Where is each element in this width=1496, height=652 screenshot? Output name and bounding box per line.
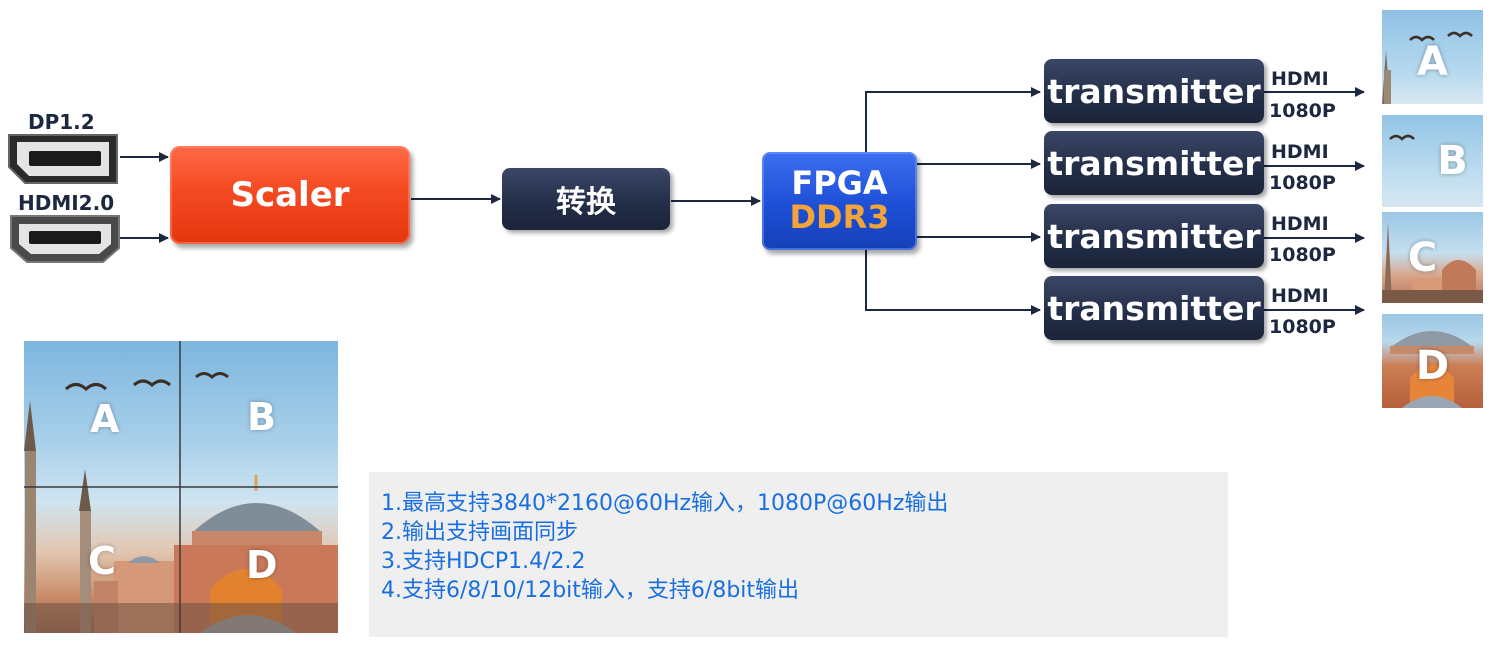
scaler-block: Scaler bbox=[170, 146, 410, 244]
output-3-res: 1080P bbox=[1269, 244, 1336, 266]
mosaic-letter-c: C bbox=[88, 539, 116, 583]
thumbnail-letter-c: C bbox=[1407, 234, 1438, 281]
output-thumbnail-a: A bbox=[1382, 10, 1483, 104]
feature-note-4: 4.支持6/8/10/12bit输入，支持6/8bit输出 bbox=[381, 578, 800, 603]
mosaic-letter-d: D bbox=[246, 543, 278, 587]
ddr3-label: DDR3 bbox=[789, 198, 890, 236]
arrow-fpga-to-tx4 bbox=[865, 250, 1041, 315]
fpga-block: FPGA DDR3 bbox=[762, 152, 917, 250]
feature-note-1: 1.最高支持3840*2160@60Hz输入，1080P@60Hz输出 bbox=[381, 491, 949, 516]
output-thumbnail-b: B bbox=[1382, 115, 1483, 207]
thumbnail-letter-b: B bbox=[1437, 138, 1468, 184]
displayport-connector-icon bbox=[8, 134, 118, 184]
mosque-silhouette-icon bbox=[1382, 222, 1483, 303]
input-label-hdmi: HDMI2.0 bbox=[18, 191, 115, 215]
output-1-res: 1080P bbox=[1269, 100, 1336, 122]
transmitter-block-2: transmitter bbox=[1044, 131, 1264, 195]
output-1-hdmi: HDMI bbox=[1271, 68, 1329, 90]
output-thumbnail-d: D bbox=[1382, 314, 1483, 408]
feature-notes-panel: 1.最高支持3840*2160@60Hz输入，1080P@60Hz输出 2.输出… bbox=[369, 472, 1228, 637]
transmitter-block-3: transmitter bbox=[1044, 204, 1264, 268]
output-2-res: 1080P bbox=[1269, 172, 1336, 194]
feature-note-2: 2.输出支持画面同步 bbox=[381, 520, 578, 545]
transmitter-block-4: transmitter bbox=[1044, 276, 1264, 340]
input-label-dp: DP1.2 bbox=[28, 110, 95, 134]
hdmi-connector-icon bbox=[10, 215, 120, 263]
mosaic-letter-a: A bbox=[90, 397, 120, 441]
transmitter-block-1: transmitter bbox=[1044, 59, 1264, 123]
output-thumbnail-c: C bbox=[1382, 212, 1483, 303]
bird-icon bbox=[1389, 134, 1415, 141]
mosque-scene-illustration bbox=[24, 341, 338, 633]
thumbnail-letter-a: A bbox=[1417, 38, 1448, 85]
output-3-hdmi: HDMI bbox=[1271, 213, 1329, 235]
minaret-icon bbox=[1382, 31, 1473, 104]
source-mosaic-image: A B C D bbox=[24, 341, 338, 633]
feature-note-3: 3.支持HDCP1.4/2.2 bbox=[381, 549, 586, 574]
thumbnail-letter-d: D bbox=[1415, 342, 1450, 389]
arrow-fpga-to-tx1 bbox=[865, 87, 1041, 152]
output-4-hdmi: HDMI bbox=[1271, 285, 1329, 307]
converter-block: 转换 bbox=[502, 168, 670, 230]
dome-icon bbox=[1390, 331, 1474, 408]
output-4-res: 1080P bbox=[1269, 316, 1336, 338]
fpga-label: FPGA bbox=[791, 164, 888, 203]
output-2-hdmi: HDMI bbox=[1271, 141, 1329, 163]
mosaic-letter-b: B bbox=[247, 395, 276, 439]
